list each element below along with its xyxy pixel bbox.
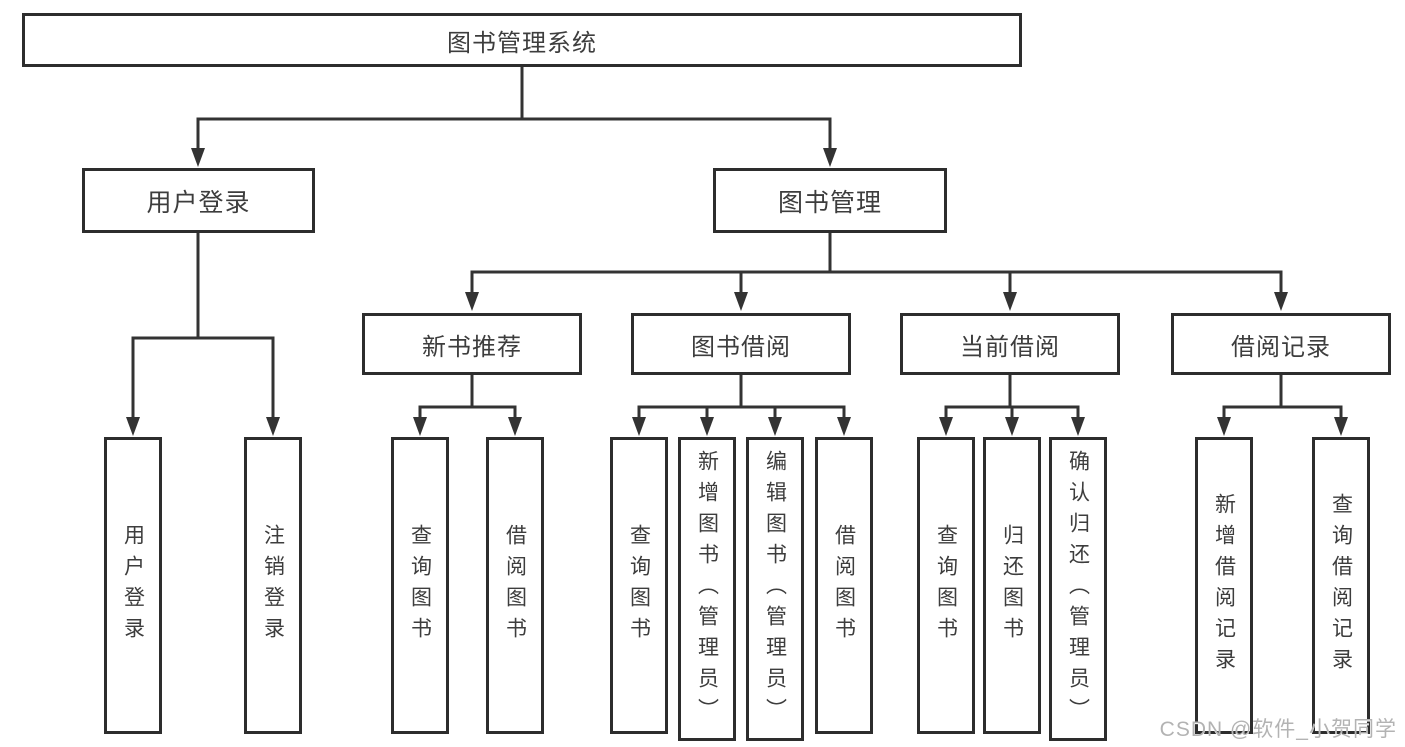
node-borrowing-records: 借阅记录 [1171, 313, 1391, 375]
leaf-confirm-return-admin: 确认归还（管理员） [1049, 437, 1107, 741]
leaf-label: 新增借阅记录 [1212, 492, 1236, 679]
leaf-label: 新增图书（管理员） [695, 449, 719, 729]
leaf-borrow-books: 借阅图书 [815, 437, 873, 734]
node-label: 图书管理 [777, 188, 882, 217]
node-library-management-system: 图书管理系统 [22, 13, 1022, 67]
leaf-user-login: 用户登录 [104, 437, 162, 734]
node-label: 新书推荐 [422, 333, 522, 361]
node-book-management: 图书管理 [713, 168, 947, 233]
leaf-label: 借阅图书 [503, 523, 527, 648]
node-current-borrowing: 当前借阅 [900, 313, 1120, 375]
leaf-edit-books-admin: 编辑图书（管理员） [746, 437, 804, 741]
leaf-query-books-borrowing: 查询图书 [610, 437, 668, 734]
node-label: 借阅记录 [1231, 333, 1331, 361]
leaf-query-books-recommend: 查询图书 [391, 437, 449, 734]
node-label: 用户登录 [146, 188, 251, 217]
leaf-label: 注销登录 [261, 523, 285, 648]
leaf-label: 借阅图书 [832, 523, 856, 648]
leaf-add-books-admin: 新增图书（管理员） [678, 437, 736, 741]
leaf-logout: 注销登录 [244, 437, 302, 734]
leaf-label: 归还图书 [1000, 523, 1024, 648]
leaf-label: 查询图书 [408, 523, 432, 648]
node-label: 图书借阅 [691, 333, 791, 361]
node-user-login: 用户登录 [82, 168, 315, 233]
leaf-add-borrow-record: 新增借阅记录 [1195, 437, 1253, 734]
node-label: 图书管理系统 [447, 29, 597, 57]
leaf-borrow-books-recommend: 借阅图书 [486, 437, 544, 734]
leaf-label: 确认归还（管理员） [1066, 449, 1090, 729]
leaf-query-books-current: 查询图书 [917, 437, 975, 734]
csdn-watermark: CSDN @软件_小贺同学 [1159, 718, 1397, 741]
leaf-label: 编辑图书（管理员） [763, 449, 787, 729]
node-label: 当前借阅 [960, 333, 1060, 361]
leaf-label: 查询图书 [627, 523, 651, 648]
leaf-return-books: 归还图书 [983, 437, 1041, 734]
leaf-label: 用户登录 [121, 523, 145, 648]
node-new-book-recommendation: 新书推荐 [362, 313, 582, 375]
leaf-label: 查询图书 [934, 523, 958, 648]
leaf-query-borrow-record: 查询借阅记录 [1312, 437, 1370, 734]
node-book-borrowing: 图书借阅 [631, 313, 851, 375]
leaf-label: 查询借阅记录 [1329, 492, 1353, 679]
